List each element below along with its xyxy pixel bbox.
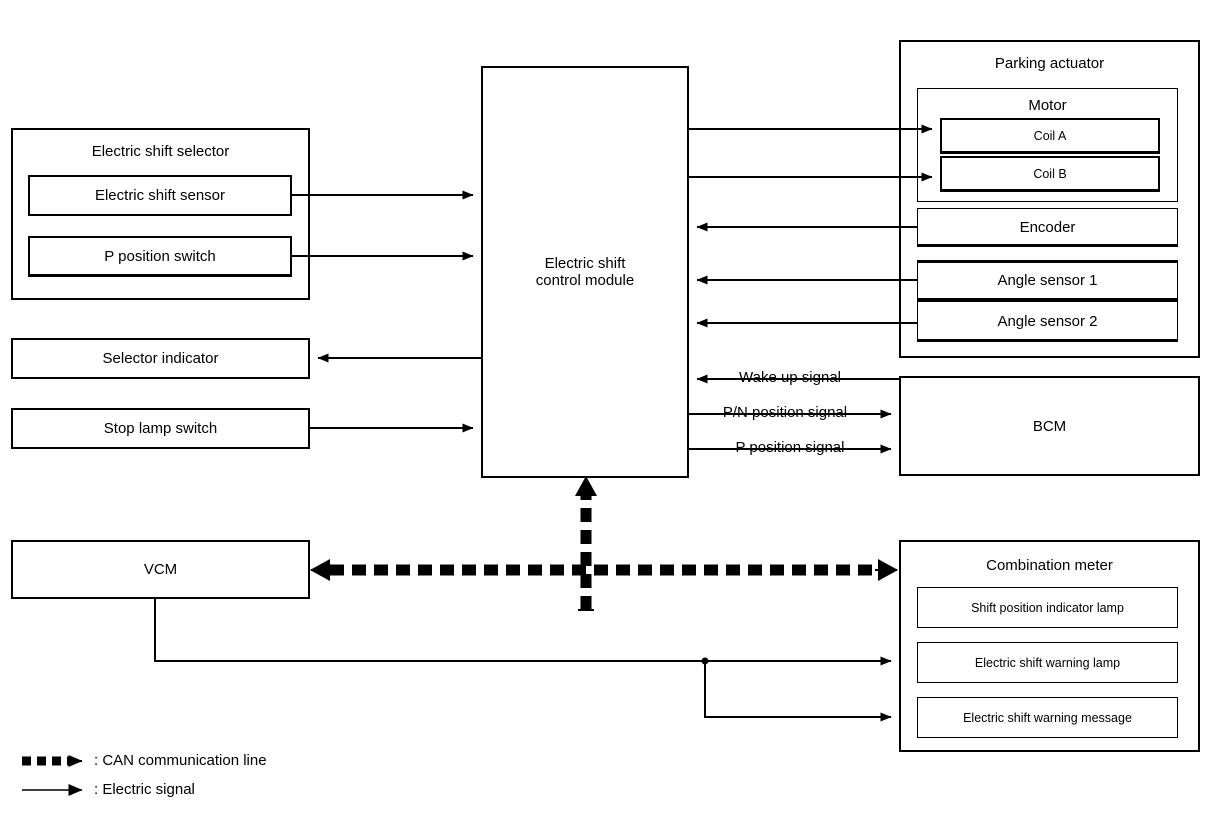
pn-position-signal-label: P/N position signal: [722, 404, 848, 421]
wake-up-signal-label: Wake up signal: [739, 369, 841, 386]
wire-branch-to-warning-message: [704, 661, 892, 722]
block-electric-shift-warning-lamp[interactable]: [917, 642, 1178, 683]
block-electric-shift-selector[interactable]: [11, 128, 310, 300]
block-coil-a[interactable]: [940, 118, 1160, 154]
wire-junction-dot: [701, 657, 709, 665]
block-electric-shift-warning-message[interactable]: [917, 697, 1178, 738]
block-vcm[interactable]: [11, 540, 310, 599]
block-electric-shift-control-module[interactable]: [481, 66, 689, 478]
block-shift-position-indicator-lamp[interactable]: [917, 587, 1178, 628]
block-angle-sensor-1[interactable]: [917, 260, 1178, 301]
block-electric-shift-sensor[interactable]: [28, 175, 292, 216]
block-encoder[interactable]: [917, 208, 1178, 247]
block-angle-sensor-2[interactable]: [917, 301, 1178, 342]
block-coil-b[interactable]: [940, 156, 1160, 192]
block-combination-meter[interactable]: [899, 540, 1200, 752]
block-stop-lamp-switch[interactable]: [11, 408, 310, 449]
legend-electric-signal-text: : Electric signal: [94, 781, 195, 798]
wire-vcm-to-warning-lamp: [154, 598, 892, 666]
block-p-position-switch[interactable]: [28, 236, 292, 277]
legend-can-communication-line-text: : CAN communication line: [94, 752, 267, 769]
block-parking-actuator[interactable]: [899, 40, 1200, 358]
block-bcm[interactable]: [899, 376, 1200, 476]
block-motor[interactable]: [917, 88, 1178, 202]
block-selector-indicator[interactable]: [11, 338, 310, 379]
p-position-signal-label: P position signal: [735, 439, 845, 456]
